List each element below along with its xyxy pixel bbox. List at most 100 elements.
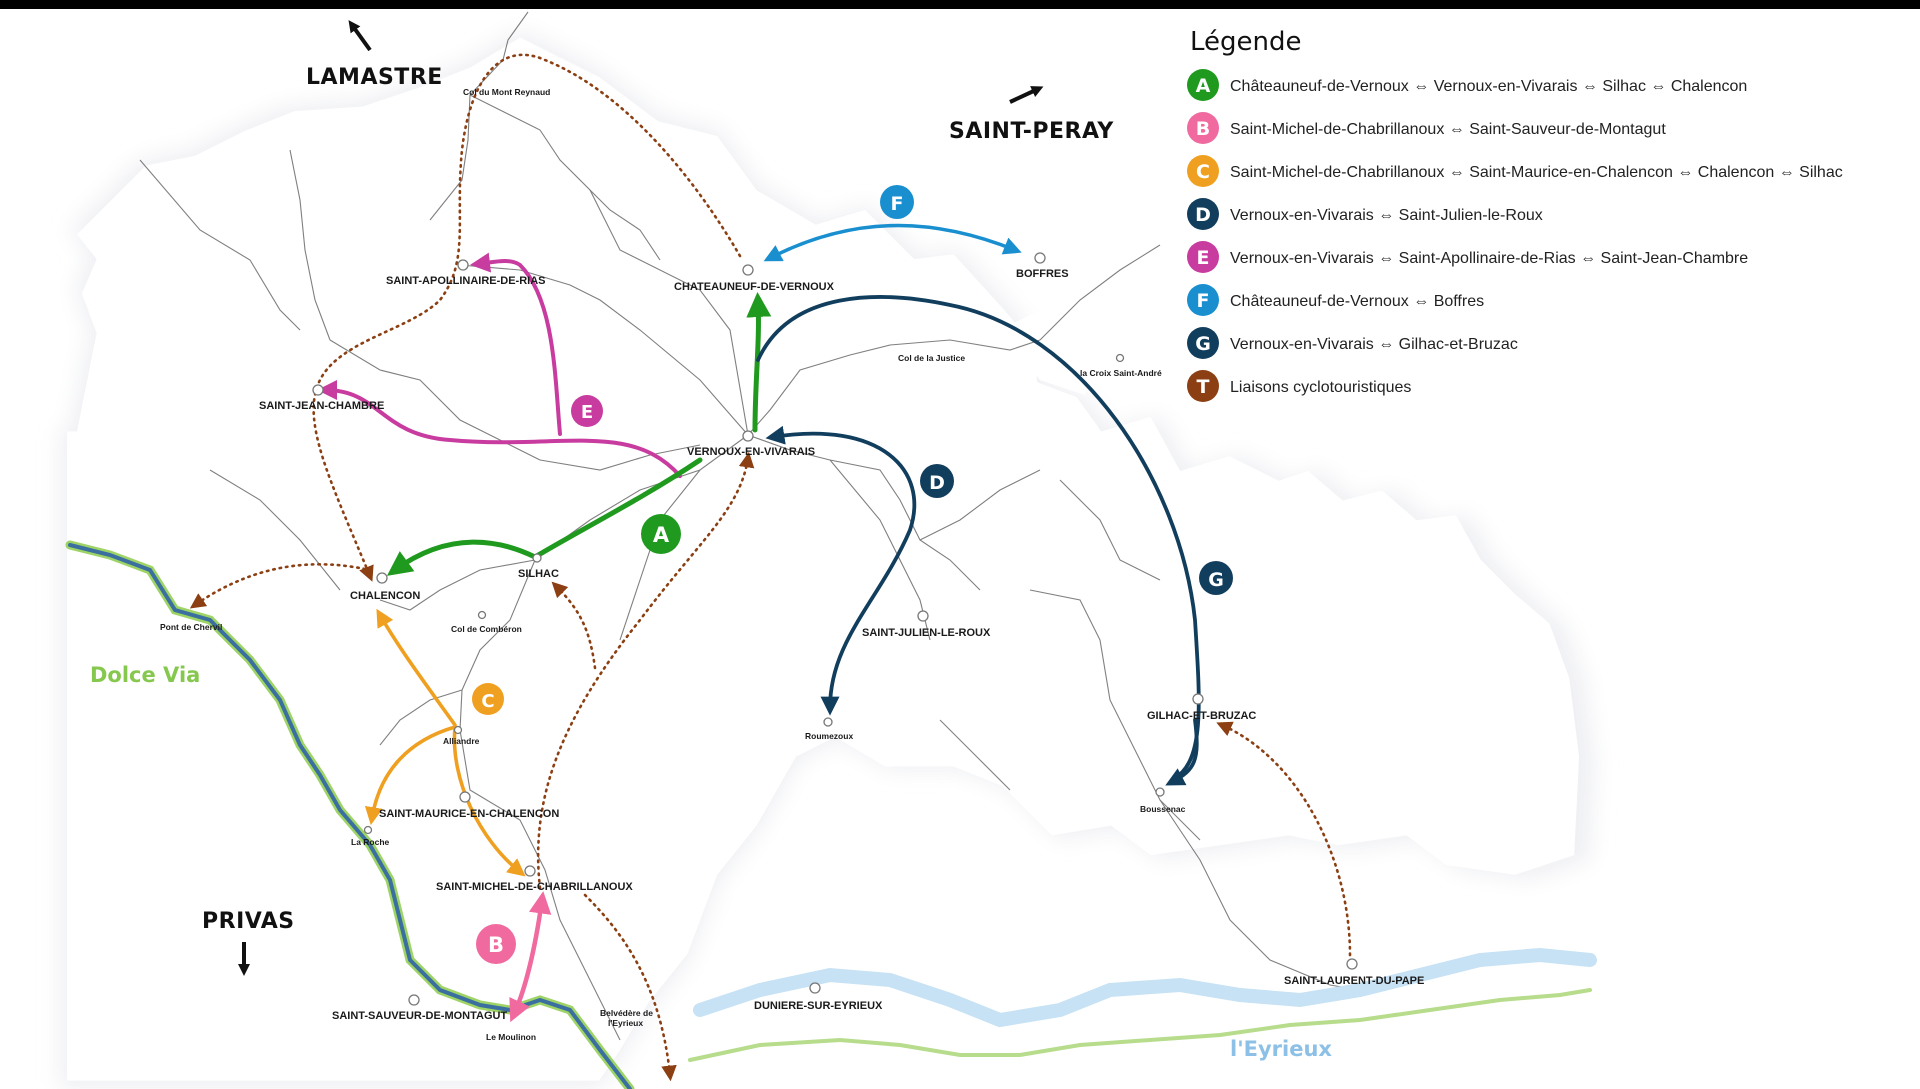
route-badges: A B C D E F G: [472, 185, 1233, 964]
dir-saint-peray: SAINT-PERAY: [949, 119, 1114, 144]
arrow-lamastre-icon: [348, 20, 372, 52]
label-saint-laurent: SAINT-LAURENT-DU-PAPE: [1284, 975, 1424, 987]
label-roumezoux: Roumezoux: [805, 731, 853, 741]
legend-item-A: A Châteauneuf-de-Vernoux ⇔ Vernoux-en-Viv…: [1187, 69, 1747, 101]
dot-la-roche: [363, 825, 373, 835]
label-belvedere-2: l'Eyrieux: [608, 1018, 643, 1028]
legend-letter-E: E: [1197, 247, 1210, 269]
dot-saint-apollinaire: [457, 259, 469, 271]
route-T-links: [189, 53, 1352, 1082]
legend-text-E: Vernoux-en-Vivarais ⇔ Saint-Apollinaire-…: [1230, 250, 1748, 267]
legend-text-D: Vernoux-en-Vivarais ⇔ Saint-Julien-le-Ro…: [1230, 207, 1543, 224]
dot-gilhac: [1192, 693, 1204, 705]
route-F: [763, 223, 1022, 262]
svg-text:G: G: [1208, 569, 1224, 591]
dot-roumezoux: [823, 717, 833, 727]
svg-text:C: C: [481, 691, 494, 712]
legend-text-G: Vernoux-en-Vivarais ⇔ Gilhac-et-Bruzac: [1230, 336, 1518, 353]
label-boussenac: Boussenac: [1140, 804, 1186, 814]
dot-saint-julien: [917, 610, 929, 622]
label-col-mont-reynaud: Col du Mont Reynaud: [463, 87, 550, 97]
legend-badge-A: [1187, 69, 1219, 101]
label-vernoux: VERNOUX-EN-VIVARAIS: [687, 446, 815, 458]
svg-text:B: B: [488, 933, 504, 957]
label-duniere: DUNIERE-SUR-EYRIEUX: [754, 1000, 883, 1012]
label-saint-jean-chambre: SAINT-JEAN-CHAMBRE: [259, 400, 384, 412]
label-belvedere-1: Belvédère de: [600, 1008, 653, 1018]
label-silhac: SILHAC: [518, 568, 559, 580]
dot-saint-laurent: [1346, 958, 1358, 970]
legend-text-A: Châteauneuf-de-Vernoux ⇔ Vernoux-en-Viva…: [1230, 78, 1747, 95]
dot-duniere: [809, 982, 821, 994]
top-black-bar: [0, 0, 1920, 9]
legend-badge-B: [1187, 112, 1219, 144]
direction-labels: LAMASTRE SAINT-PERAY PRIVAS: [202, 20, 1114, 976]
legend-letter-D: D: [1195, 204, 1211, 226]
eyrieux-river-east: [688, 947, 1597, 1062]
dot-saint-sauveur: [408, 994, 420, 1006]
legend-badge-G: [1187, 327, 1219, 359]
dot-vernoux: [742, 430, 754, 442]
svg-text:F: F: [891, 193, 904, 215]
label-saint-julien: SAINT-JULIEN-LE-ROUX: [862, 627, 991, 639]
label-saint-michel: SAINT-MICHEL-DE-CHABRILLANOUX: [436, 881, 633, 893]
dot-silhac: [532, 553, 542, 563]
label-col-justice: Col de la Justice: [898, 353, 965, 363]
label-boffres: BOFFRES: [1016, 268, 1069, 280]
legend-title: Légende: [1190, 27, 1302, 57]
label-chalencon: CHALENCON: [350, 590, 420, 602]
label-croix-saint-andre: la Croix Saint-André: [1080, 368, 1162, 378]
badge-D: D: [920, 464, 954, 498]
label-chateauneuf: CHATEAUNEUF-DE-VERNOUX: [674, 281, 835, 293]
legend: Légende A Châteauneuf-de-Vernoux ⇔ Vernou…: [1187, 27, 1843, 402]
arrow-saint-peray-icon: [1009, 86, 1044, 104]
route-D: [765, 425, 917, 716]
label-saint-sauveur: SAINT-SAUVEUR-DE-MONTAGUT: [332, 1010, 507, 1022]
dot-croix-saint-andre: [1115, 353, 1125, 363]
badge-A: A: [641, 514, 681, 554]
badge-E: E: [571, 395, 603, 427]
badge-C: C: [472, 683, 504, 715]
label-eyrieux: l'Eyrieux: [1230, 1037, 1332, 1061]
dot-saint-maurice: [459, 791, 471, 803]
route-C: [364, 608, 526, 877]
dot-chateauneuf: [742, 264, 754, 276]
label-la-roche: La Roche: [351, 837, 390, 847]
dot-chalencon: [376, 572, 388, 584]
legend-letter-G: G: [1195, 333, 1211, 355]
route-B: [509, 891, 552, 1023]
legend-item-F: F Châteauneuf-de-Vernoux ⇔ Boffres: [1187, 284, 1484, 316]
dot-boussenac: [1155, 787, 1165, 797]
label-alliandre: Alliandre: [443, 736, 480, 746]
legend-item-D: D Vernoux-en-Vivarais ⇔ Saint-Julien-le-R…: [1187, 198, 1543, 230]
svg-text:D: D: [929, 472, 945, 494]
badge-B: B: [476, 924, 516, 964]
label-le-moulinon: Le Moulinon: [486, 1032, 536, 1042]
legend-letter-F: F: [1197, 290, 1210, 312]
dot-saint-michel: [524, 865, 536, 877]
dot-col-comberon: [477, 610, 487, 620]
legend-badge-D: [1187, 198, 1219, 230]
svg-text:E: E: [581, 402, 593, 423]
dir-privas: PRIVAS: [202, 909, 295, 934]
legend-badge-C: [1187, 155, 1219, 187]
label-saint-maurice: SAINT-MAURICE-EN-CHALENCON: [379, 808, 559, 820]
legend-letter-C: C: [1196, 161, 1210, 183]
legend-items: A Châteauneuf-de-Vernoux ⇔ Vernoux-en-Viv…: [1187, 69, 1843, 402]
legend-text-F: Châteauneuf-de-Vernoux ⇔ Boffres: [1230, 293, 1484, 310]
legend-badge-E: [1187, 241, 1219, 273]
legend-item-G: G Vernoux-en-Vivarais ⇔ Gilhac-et-Bruzac: [1187, 327, 1518, 359]
legend-letter-B: B: [1196, 118, 1210, 140]
dir-lamastre: LAMASTRE: [306, 65, 443, 90]
svg-text:A: A: [653, 523, 670, 547]
legend-item-E: E Vernoux-en-Vivarais ⇔ Saint-Apollinaire…: [1187, 241, 1748, 273]
label-col-comberon: Col de Combéron: [451, 624, 522, 634]
town-dots: [312, 252, 1358, 1006]
dot-alliandre: [453, 725, 463, 735]
legend-badge-T: [1187, 370, 1219, 402]
legend-letter-A: A: [1196, 75, 1211, 97]
